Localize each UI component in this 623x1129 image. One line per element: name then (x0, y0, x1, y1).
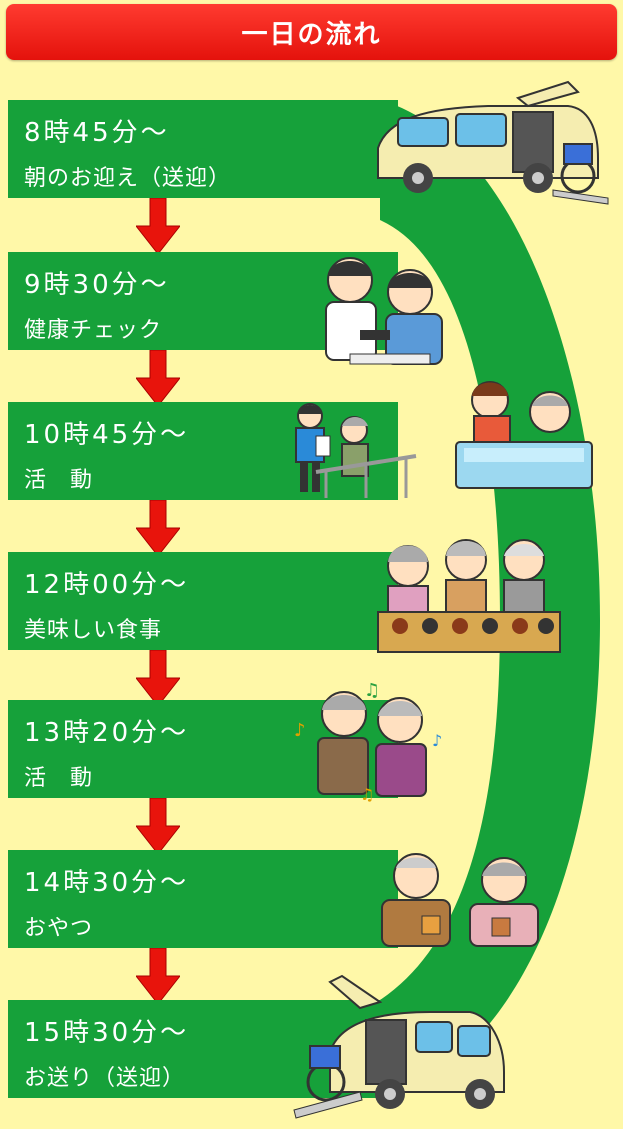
svg-text:♪: ♪ (432, 731, 442, 750)
schedule-step-1: 8時45分～ 朝のお迎え（送迎） (8, 100, 398, 198)
down-arrow-icon (134, 197, 182, 255)
step-time: 14時30分～ (24, 868, 190, 898)
step-time: 13時20分～ (24, 718, 190, 748)
down-arrow-icon (134, 349, 182, 407)
down-arrow-icon (134, 797, 182, 855)
svg-text:♪: ♪ (294, 720, 306, 741)
bathing-assistance-icon (455, 381, 593, 489)
wheelchair-van-dropoff-icon (293, 974, 505, 1119)
step-activity: 健康チェック (24, 318, 163, 343)
down-arrow-icon (134, 499, 182, 557)
svg-text:♫: ♫ (364, 680, 380, 701)
page-title: 一日の流れ (6, 4, 617, 60)
schedule-step-3: 10時45分～ 活 動 (8, 402, 398, 500)
tea-snack-icon (381, 853, 539, 947)
step-time: 15時30分～ (24, 1018, 190, 1048)
step-activity: お送り（送迎） (24, 1066, 186, 1091)
step-activity: 朝のお迎え（送迎） (24, 166, 232, 191)
svg-text:♫: ♫ (360, 785, 374, 804)
step-activity: おやつ (24, 916, 94, 941)
elderly-meal-icon (377, 539, 561, 653)
step-activity: 活 動 (24, 468, 94, 493)
karaoke-singing-icon: ♪ ♫ ♪ ♫ (294, 680, 442, 804)
step-time: 12時00分～ (24, 570, 190, 600)
step-time: 10時45分～ (24, 420, 190, 450)
wheelchair-van-pickup-icon (377, 80, 609, 205)
nurse-blood-pressure-icon (325, 257, 443, 365)
schedule-step-6: 14時30分～ おやつ (8, 850, 398, 948)
step-activity: 美味しい食事 (24, 618, 163, 643)
step-time: 8時45分～ (24, 118, 170, 148)
schedule-step-4: 12時00分～ 美味しい食事 (8, 552, 398, 650)
down-arrow-icon (134, 947, 182, 1005)
down-arrow-icon (134, 649, 182, 707)
walking-rehab-icon (295, 403, 417, 498)
step-activity: 活 動 (24, 766, 94, 791)
step-time: 9時30分～ (24, 270, 170, 300)
